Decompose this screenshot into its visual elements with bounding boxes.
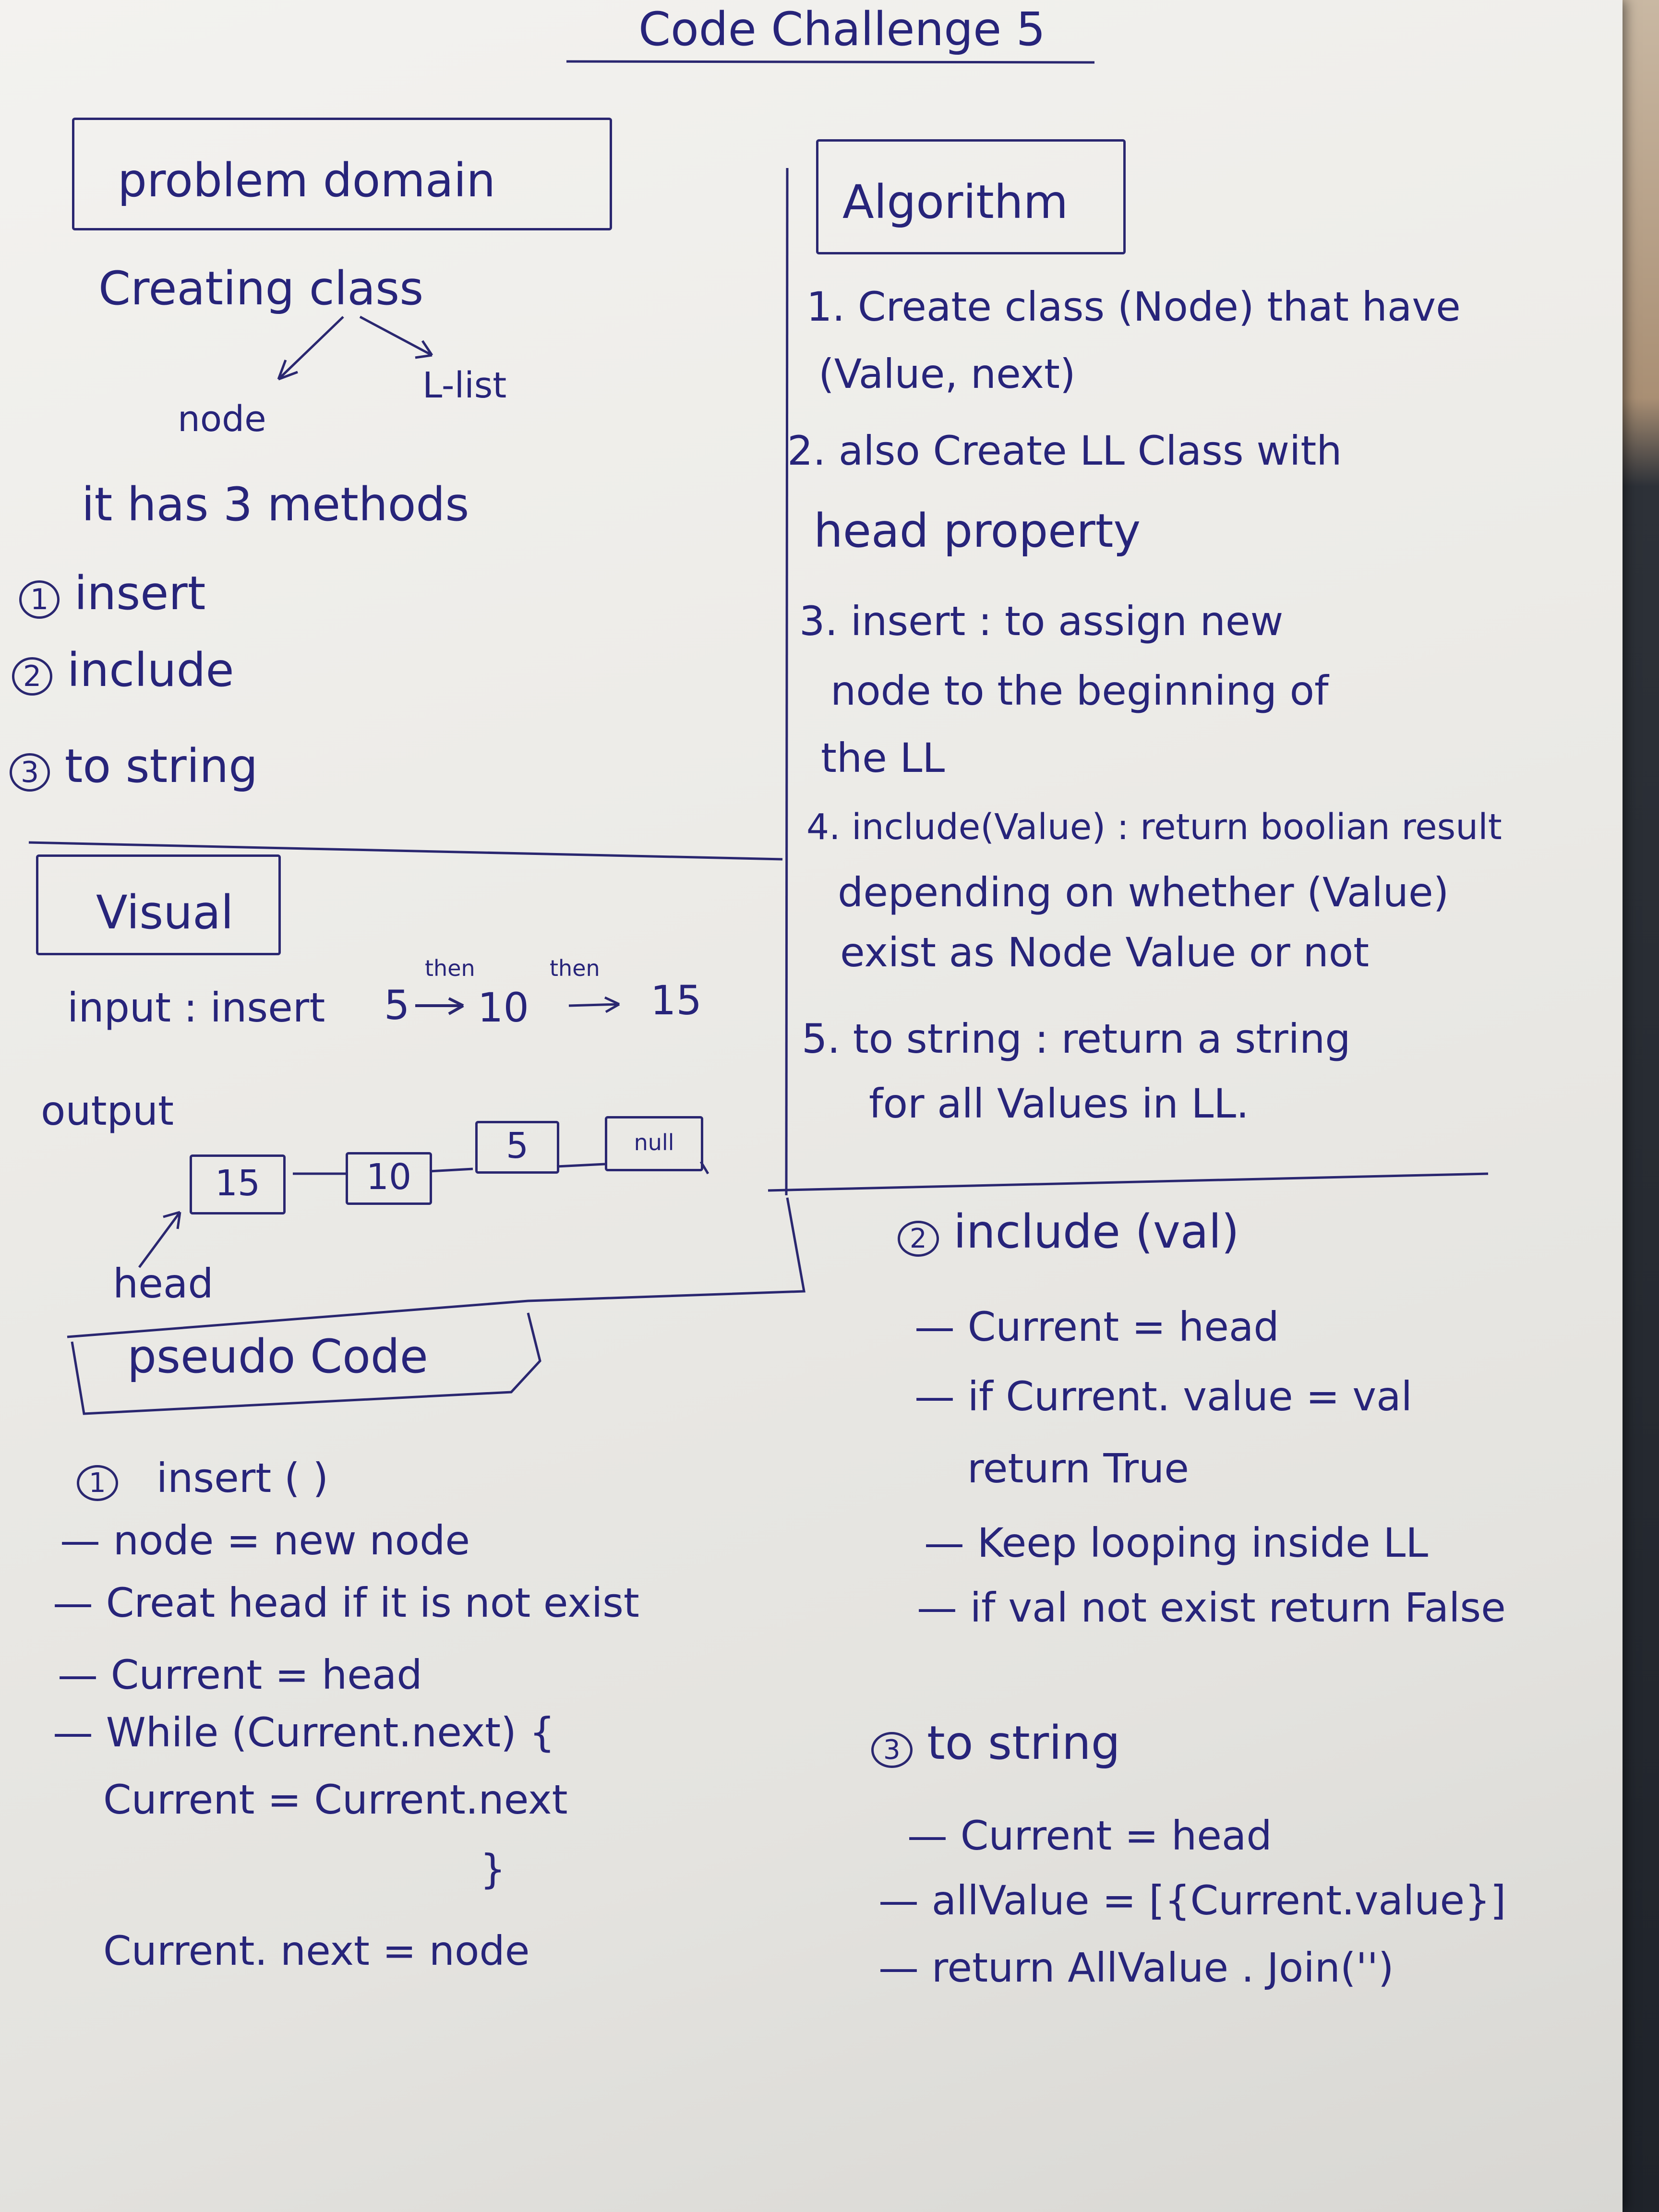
problem-domain-box [72, 118, 612, 230]
method-item: 2 include [12, 643, 234, 697]
pseudo-insert-title: 1 insert ( ) [77, 1455, 328, 1502]
algorithm-line: 3. insert : to assign new [799, 598, 1284, 645]
pseudo-line: return True [967, 1445, 1189, 1492]
visual-input-label: input : insert [67, 984, 325, 1031]
algorithm-heading: Algorithm [842, 175, 1069, 229]
pseudo-include-title: 2 include (val) [898, 1205, 1239, 1259]
visual-input-value: 5 [384, 982, 410, 1029]
page-title: Code Challenge 5 [638, 2, 1046, 56]
visual-input-value: 10 [478, 984, 529, 1031]
pseudo-line: — Creat head if it is not exist [53, 1579, 639, 1626]
visual-then-label: then [425, 955, 475, 981]
algorithm-line: (Value, next) [818, 350, 1076, 397]
method-item: 1 insert [19, 566, 205, 620]
algorithm-line: 1. Create class (Node) that have [806, 283, 1461, 330]
algorithm-box [816, 139, 1126, 254]
pseudo-line: — if Current. value = val [914, 1373, 1412, 1420]
pseudo-line: — node = new node [60, 1517, 470, 1564]
pseudo-line: Current = Current.next [103, 1776, 568, 1823]
algorithm-line: node to the beginning of [830, 667, 1329, 714]
pseudo-line: — Keep looping inside LL [924, 1519, 1428, 1566]
visual-heading: Visual [96, 886, 234, 939]
pseudo-line: } [480, 1846, 506, 1893]
algorithm-line: head property [814, 504, 1141, 558]
algorithm-line: 5. to string : return a string [802, 1015, 1351, 1062]
pseudo-code-heading: pseudo Code [127, 1330, 428, 1383]
visual-input-value: 15 [650, 977, 702, 1024]
algorithm-line: for all Values in LL. [869, 1080, 1249, 1127]
pseudo-line: — Current = head [907, 1812, 1272, 1859]
list-node: 5 [475, 1121, 559, 1174]
method-item: 3 to string [10, 739, 258, 793]
algorithm-line: 2. also Create LL Class with [787, 427, 1342, 474]
algorithm-line: the LL [821, 734, 945, 781]
list-node-null: null [605, 1116, 703, 1171]
pseudo-to-string-title: 3 to string [871, 1716, 1120, 1770]
branch-llist-label: L-list [422, 365, 507, 406]
algorithm-line: exist as Node Value or not [840, 929, 1370, 976]
pseudo-line: — return AllValue . Join('') [878, 1944, 1394, 1991]
visual-then-label: then [550, 955, 600, 981]
creating-class-text: Creating class [98, 262, 424, 315]
pseudo-line: — Current = head [58, 1651, 422, 1698]
hand-drawn-lines [28, 60, 1489, 1415]
paper-sheet: Code Challenge 5 problem domain Creating… [0, 0, 1623, 2212]
problem-domain-heading: problem domain [118, 154, 496, 207]
methods-intro: it has 3 methods [82, 478, 469, 531]
pseudo-line: — Current = head [914, 1303, 1279, 1350]
pseudo-line: — allValue = [{Current.value}] [878, 1877, 1506, 1924]
head-label: head [113, 1260, 214, 1307]
pseudo-line: — if val not exist return False [917, 1584, 1506, 1631]
list-node: 10 [346, 1152, 432, 1205]
visual-box [36, 854, 281, 955]
pseudo-line: — While (Current.next) { [53, 1709, 555, 1756]
pseudo-line: Current. next = node [103, 1927, 530, 1974]
branch-node-label: node [178, 398, 266, 440]
list-node: 15 [190, 1154, 286, 1214]
algorithm-line: 4. include(Value) : return boolian resul… [806, 806, 1502, 848]
algorithm-line: depending on whether (Value) [838, 869, 1449, 916]
visual-output-label: output [41, 1087, 174, 1134]
